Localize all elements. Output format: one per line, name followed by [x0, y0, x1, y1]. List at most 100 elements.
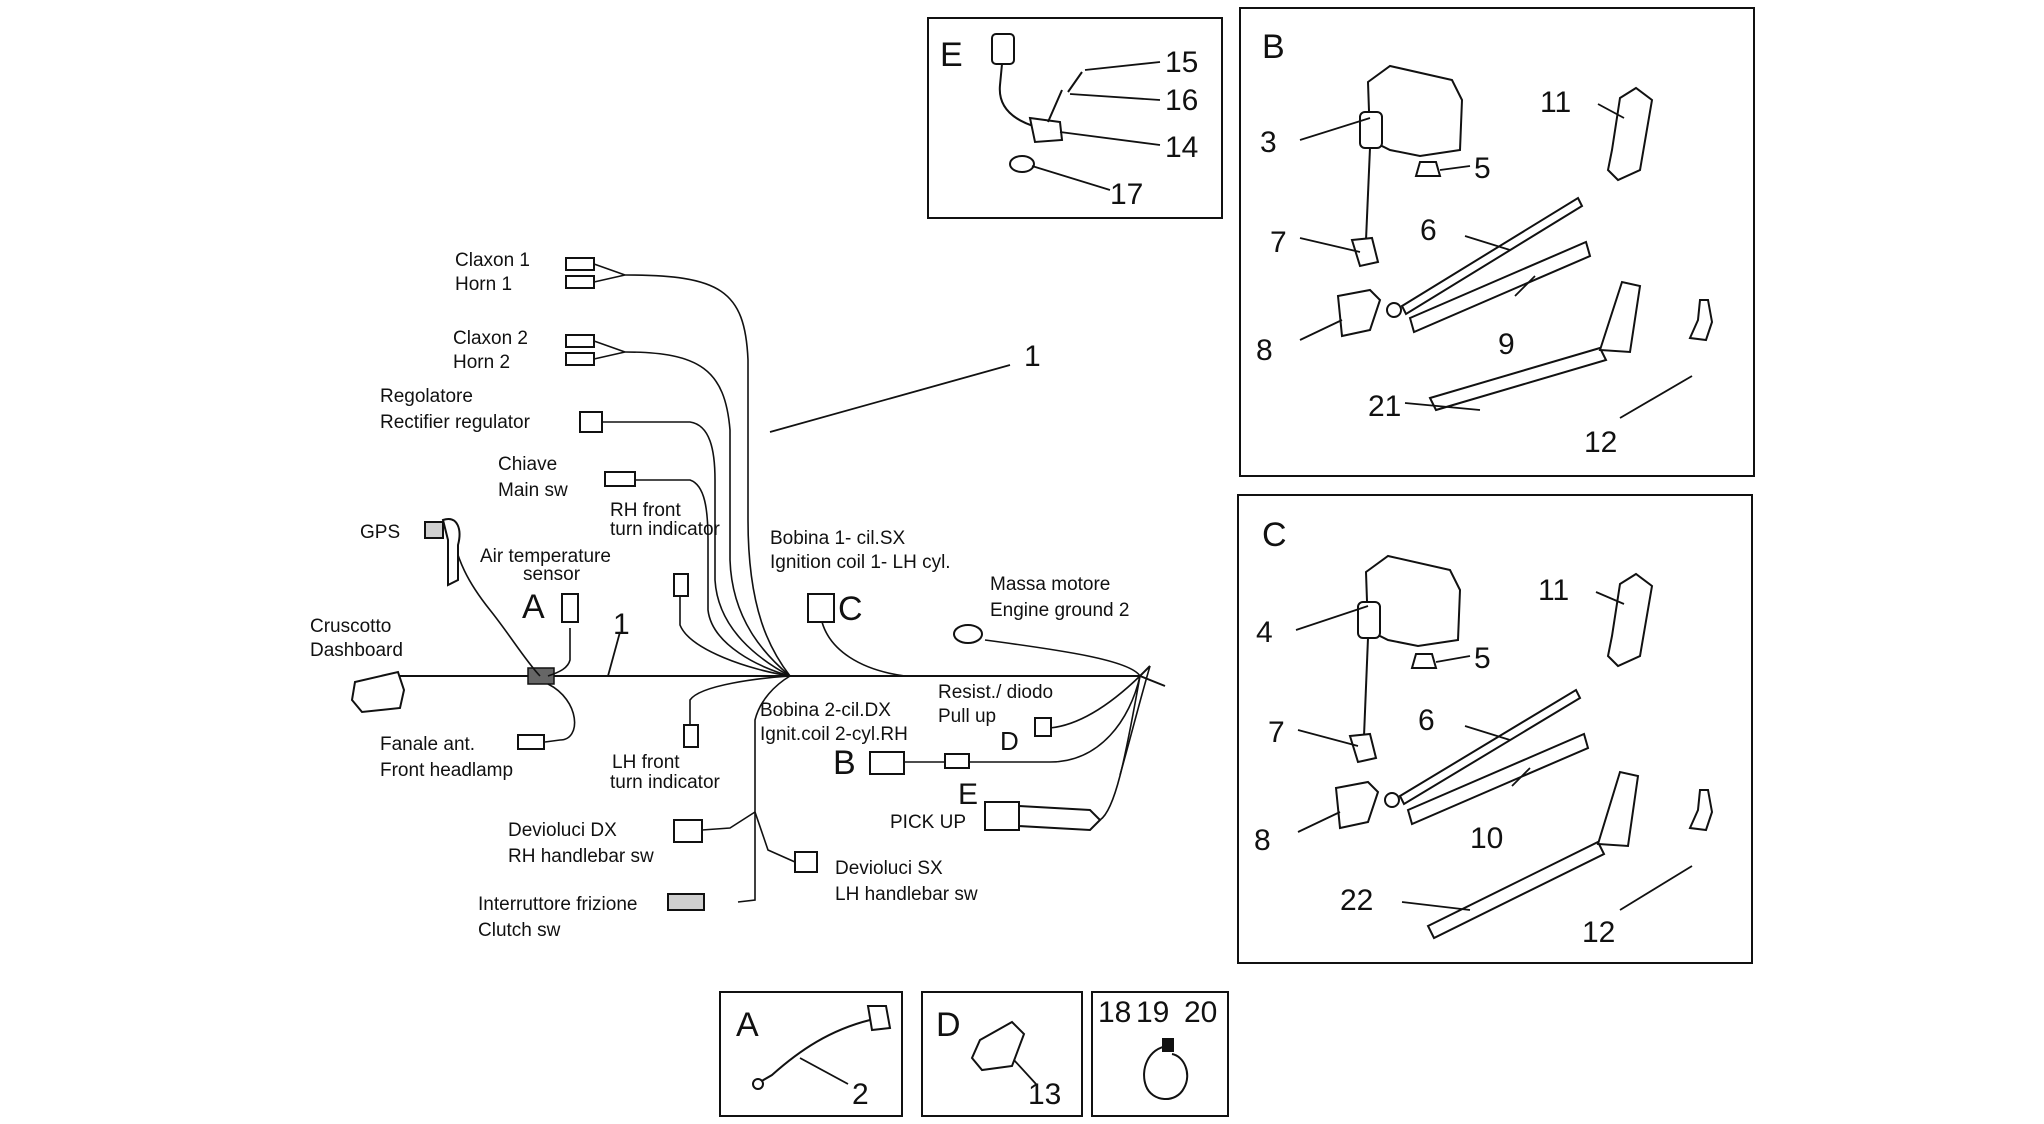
label-ign-coil2: Ignit.coil 2-cyl.RH	[760, 724, 908, 745]
wire-horn2	[624, 351, 791, 677]
part-16: 16	[1165, 84, 1198, 117]
label-ign-coil1: Ignition coil 1- LH cyl.	[770, 552, 951, 573]
gps-connector	[424, 521, 444, 539]
label-front-headlamp: Front headlamp	[380, 760, 513, 781]
part-c-8: 8	[1254, 824, 1271, 857]
wire-headlamp	[544, 683, 576, 743]
box-b-frame	[1239, 7, 1755, 477]
box-e-oring	[1009, 155, 1035, 173]
box-e-screws	[1047, 71, 1083, 123]
leader-5	[1439, 165, 1471, 171]
leader-21	[1404, 402, 1481, 411]
wire-lh-turn	[689, 675, 791, 725]
horn1-pigtail	[593, 263, 626, 283]
box-e-sensor-connector	[991, 33, 1015, 65]
clutch-connector	[667, 893, 705, 911]
box-c-spark-plug-12	[1688, 789, 1714, 832]
box-a-sensor-head	[866, 1005, 892, 1032]
box-c-ring	[1384, 792, 1400, 808]
horn1-connector-b	[565, 275, 595, 289]
label-rh-front: RH front	[610, 500, 681, 521]
horn2-connector-a	[565, 334, 595, 348]
box-d-frame	[921, 991, 1083, 1117]
box-e-pickup-sensor	[1028, 116, 1064, 144]
wire-rh-handlebar	[701, 811, 756, 831]
box-c-terminal-7	[1348, 732, 1378, 764]
part-18: 18	[1098, 996, 1131, 1029]
box-b-coil-lead	[1365, 147, 1371, 241]
label-regolatore: Regolatore	[380, 386, 473, 407]
box-a-sensor-cable	[759, 1019, 871, 1083]
main-harness	[388, 274, 1166, 903]
part-14: 14	[1165, 131, 1198, 164]
box-c-nut-5	[1410, 653, 1438, 669]
part-19: 19	[1136, 996, 1169, 1029]
part-17: 17	[1110, 178, 1143, 211]
part-21: 21	[1368, 390, 1401, 423]
label-claxon1: Claxon 1	[455, 250, 530, 271]
part-22: 22	[1340, 884, 1373, 917]
leader-11	[1597, 103, 1625, 119]
box-cable-ties: 18 19 20	[1091, 991, 1229, 1117]
wire-horn1	[624, 274, 791, 677]
wire-pickup	[1099, 675, 1141, 821]
box-c: C 4 7 8 5 6 10 11 22 12	[1237, 494, 1753, 964]
box-a-sensor-tip	[752, 1078, 764, 1090]
label-devioluci-dx: Devioluci DX	[508, 820, 617, 841]
box-d: D 13	[921, 991, 1083, 1117]
part-15: 15	[1165, 46, 1198, 79]
part-20: 20	[1184, 996, 1217, 1029]
box-b: B 3 7 8 5 6 9 11 21 12	[1239, 7, 1755, 477]
label-letter-c: C	[838, 590, 863, 628]
leader-15	[1084, 61, 1161, 71]
box-c-coil-boot	[1357, 601, 1381, 639]
box-b-nut-5	[1414, 161, 1442, 177]
pickup-sleeve	[1018, 804, 1102, 832]
part-5: 5	[1474, 152, 1491, 185]
box-b-letter: B	[1262, 28, 1285, 66]
wire-engine-ground	[984, 639, 1141, 677]
part-11: 11	[1540, 86, 1571, 119]
lh-handlebar-connector	[794, 851, 818, 873]
label-chiave: Chiave	[498, 454, 557, 475]
box-b-hose-9	[1408, 240, 1592, 334]
box-c-boot-22	[1596, 770, 1640, 848]
leader-9	[1514, 275, 1536, 297]
label-clutch: Clutch sw	[478, 920, 561, 941]
part-8: 8	[1256, 334, 1273, 367]
wire-regulator	[600, 421, 791, 677]
coil2-connector	[869, 751, 905, 775]
box-c-letter: C	[1262, 516, 1287, 554]
air-temp-connector	[561, 593, 579, 623]
box-a: A 2	[719, 991, 903, 1117]
box-c-plug-cap-8	[1334, 780, 1380, 830]
wire-clutch	[737, 760, 756, 903]
leader-8	[1299, 319, 1343, 341]
label-rectifier: Rectifier regulator	[380, 412, 531, 433]
coil1-connector	[807, 593, 835, 623]
label-bobina2: Bobina 2-cil.DX	[760, 700, 891, 721]
label-gps: GPS	[360, 522, 400, 543]
box-ties-frame	[1091, 991, 1229, 1117]
leader-16	[1069, 93, 1161, 101]
label-letter-d: D	[1000, 726, 1019, 756]
leader-c-11	[1595, 591, 1625, 605]
leader-17	[1031, 165, 1111, 191]
label-lh-turn: turn indicator	[610, 772, 721, 793]
box-c-hose-6	[1398, 688, 1582, 806]
harness-labels: Claxon 1 Horn 1 Claxon 2 Horn 2 Regolato…	[310, 250, 1129, 941]
harness-end-split	[1139, 665, 1166, 687]
lh-turn-connector	[683, 724, 699, 748]
part-6: 6	[1420, 214, 1437, 247]
leader-c-8	[1297, 811, 1341, 833]
box-a-letter: A	[736, 1006, 759, 1044]
box-b-spark-plug-12	[1688, 299, 1714, 342]
pull-up-connector	[1034, 717, 1052, 737]
coil2-inline-part	[944, 753, 970, 769]
cable-tie-head	[1162, 1038, 1174, 1052]
leader-22	[1401, 901, 1471, 911]
leader-14	[1059, 131, 1161, 146]
box-c-cable-22	[1426, 840, 1606, 940]
engine-ground-terminal	[953, 624, 983, 644]
